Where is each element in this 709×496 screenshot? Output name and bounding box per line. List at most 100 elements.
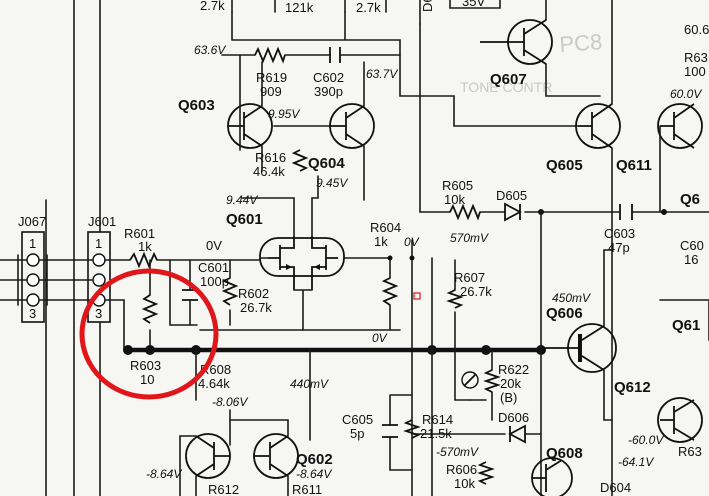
q612-symbol xyxy=(657,397,703,443)
label-top-6: 60.6 xyxy=(684,22,709,37)
v8-64b-label: -8.64V xyxy=(296,467,332,481)
c601-name: C601 xyxy=(198,260,229,275)
r602-resistor xyxy=(221,277,239,306)
r603-name: R603 xyxy=(130,358,161,373)
v570-label: 570mV xyxy=(450,231,489,245)
c60x-value: 16 xyxy=(684,252,698,267)
node-c603 xyxy=(661,209,667,215)
v64-1-label: -64.1V xyxy=(618,455,654,469)
q607-wires xyxy=(545,0,601,97)
r601-name: R601 xyxy=(124,226,155,241)
r605-resistor xyxy=(449,203,481,221)
q602-wires xyxy=(179,419,289,496)
q601-envelope xyxy=(259,237,345,277)
q601-label: Q601 xyxy=(226,211,263,228)
r622-tag: (B) xyxy=(500,390,517,405)
j067-pin3: 3 xyxy=(29,306,36,321)
j067-body xyxy=(21,231,45,323)
q608-symbol xyxy=(531,457,573,496)
v9-95-label: 9.95V xyxy=(268,107,300,121)
r607-name: R607 xyxy=(454,270,485,285)
q607-leads xyxy=(480,19,547,65)
v63-7-label: 63.7V xyxy=(366,67,398,81)
r622-pot xyxy=(483,369,501,393)
faint-text-2: TONE CONTR xyxy=(460,79,552,95)
j601-jack-1 xyxy=(92,253,106,267)
r607-value: 26.7k xyxy=(460,284,492,299)
label-top-8: 100 xyxy=(684,64,706,79)
q602b-leads xyxy=(254,435,289,477)
r622-name: R622 xyxy=(498,362,529,377)
q601-arrows xyxy=(286,264,320,270)
r604-value: 1k xyxy=(374,234,388,249)
top-box xyxy=(449,0,501,9)
r614-name: R614 xyxy=(422,412,453,427)
q605-leads xyxy=(578,103,613,149)
jack-wires xyxy=(0,259,94,301)
j067-jack-3 xyxy=(26,293,40,307)
r602-name: R602 xyxy=(238,286,269,301)
r622-leads xyxy=(469,349,493,421)
q607-label: Q607 xyxy=(490,71,527,88)
q612-label: Q612 xyxy=(614,379,651,396)
v8-64a-label: -8.64V xyxy=(146,467,182,481)
cursor-marker xyxy=(413,292,421,300)
v450-label: 450mV xyxy=(552,291,591,305)
r603-value: 10 xyxy=(140,372,154,387)
d604-label: D604 xyxy=(600,480,631,495)
j067-jack-2 xyxy=(26,273,40,287)
j601-pin1: 1 xyxy=(95,236,102,251)
label-top-9: 60.0V xyxy=(670,87,702,101)
q601-fet xyxy=(268,236,338,290)
bus-node-1 xyxy=(123,345,133,355)
r604-name: R604 xyxy=(370,220,401,235)
q604-label: Q604 xyxy=(308,155,345,172)
q603-label: Q603 xyxy=(178,97,215,114)
j601-body xyxy=(87,231,111,323)
top-stubs xyxy=(231,0,421,25)
r619-resistor xyxy=(254,46,286,64)
r607-resistor xyxy=(446,289,464,309)
q604-leads xyxy=(330,105,365,147)
r601-value: 1k xyxy=(138,239,152,254)
d605-diode xyxy=(504,202,522,222)
c605-wires xyxy=(389,394,413,471)
node-r604 xyxy=(387,255,393,261)
label-top-7: R63 xyxy=(684,50,708,65)
bus-node-2 xyxy=(145,345,155,355)
c603-value: 47p xyxy=(608,240,630,255)
d605-label: D605 xyxy=(496,188,527,203)
d606-diode xyxy=(508,424,526,444)
c601-value: 100p xyxy=(200,274,229,289)
r619-value: 909 xyxy=(260,84,282,99)
q61x-box xyxy=(659,299,709,341)
q605-symbol xyxy=(575,103,621,149)
q601-drain-wires xyxy=(241,175,319,237)
r614-resistor xyxy=(403,419,421,439)
r614-value: 21.5k xyxy=(420,426,452,441)
c602-capacitor xyxy=(329,47,341,63)
label-top-5: 35V xyxy=(462,0,485,9)
r606-name: R606 xyxy=(446,462,477,477)
v9-44-label: 9.44V xyxy=(226,193,258,207)
faint-text-1: PC8 xyxy=(559,29,603,57)
q603-leads xyxy=(228,105,263,147)
label-top-2: 121k xyxy=(285,0,314,15)
v8-06-label: -8.06V xyxy=(212,395,248,409)
j601-label: J601 xyxy=(88,214,116,229)
c605-capacitor xyxy=(382,424,398,438)
q606-wires xyxy=(603,249,613,421)
r608-value: 4.64k xyxy=(198,376,230,391)
r606-value: 10k xyxy=(454,476,475,491)
v570n-label: -570mV xyxy=(436,445,479,459)
r612-label: R612 xyxy=(208,482,239,496)
c605-name: C605 xyxy=(342,412,373,427)
q608-leads xyxy=(532,459,563,492)
r622-knob-slot xyxy=(463,373,477,387)
j067-pin1: 1 xyxy=(29,236,36,251)
r607-leads xyxy=(454,259,471,401)
left-rails xyxy=(45,0,101,496)
j067-label: J067 xyxy=(18,214,46,229)
ov-label-1: 0V xyxy=(206,238,222,253)
